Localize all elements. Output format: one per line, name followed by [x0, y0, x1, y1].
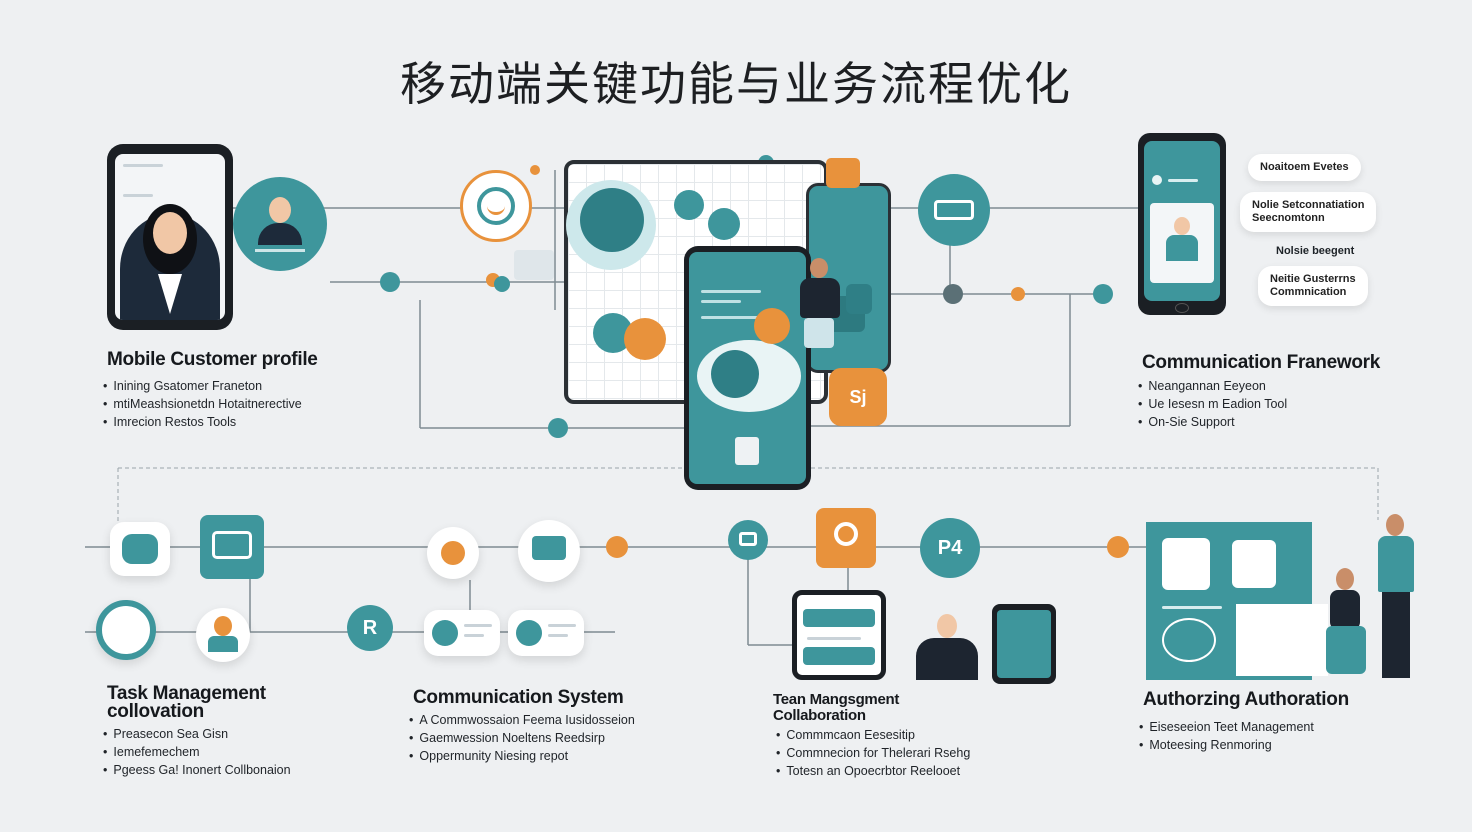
worker-icon	[196, 608, 250, 662]
comm-phone	[1138, 133, 1226, 315]
node-dot	[754, 308, 790, 344]
chat-bubble-2: Nolie Setconnatiation Seecnomtonn	[1240, 192, 1377, 232]
bullet: Eiseseeion Teet Management	[1139, 718, 1313, 736]
bullet: Commnecion for Thelerari Rsehg	[776, 744, 970, 762]
authorization-board	[1146, 522, 1312, 680]
section-bullets-authorization: Eiseseeion Teet Management Moteesing Ren…	[1139, 718, 1314, 754]
bullet: Neangannan Eeyeon	[1138, 377, 1287, 395]
screen-icon	[728, 520, 768, 560]
section-bullets-task: Preasecon Sea Gisn Iemefemechem Pgeess G…	[103, 725, 291, 779]
team-phone	[992, 604, 1056, 684]
bullet: mtiMeashsionetdn Hotaitnerective	[103, 395, 301, 413]
section-heading-task: Task Management collovation	[107, 683, 266, 722]
message-card-icon	[508, 610, 584, 656]
chat-bubble-1: Noaitoem Evetes	[1248, 154, 1361, 181]
section-bullets-team: Commmcaon Eesesitip Commnecion for Thele…	[776, 726, 970, 780]
section-heading-system: Communication System	[413, 687, 624, 708]
bullet: Inining Gsatomer Franeton	[103, 377, 302, 395]
section-heading-authorization: Authorzing Authoration	[1143, 689, 1349, 710]
bullet: Gaemwession Noeltens Reedsirp	[409, 729, 635, 747]
laptop-icon	[518, 520, 580, 582]
smile-icon	[460, 170, 532, 242]
folder-icon	[826, 158, 860, 188]
section-heading-team: Tean Mangsgment Collaboration	[773, 691, 900, 724]
chat-bubble-3: Neitie Gusterrns Commnication	[1258, 266, 1368, 306]
p-icon: P4	[920, 518, 980, 578]
section-heading-communication: Communication Franework	[1142, 352, 1381, 373]
bullet: A Commwossaion Feema Iusidosseion	[409, 711, 634, 729]
profile-icon	[233, 177, 327, 271]
section-bullets-system: A Commwossaion Feema Iusidosseion Gaemwe…	[409, 711, 635, 765]
person-figure	[798, 258, 842, 354]
connector-icon	[514, 250, 554, 280]
bulb-icon	[816, 508, 876, 568]
section-bullets-communication: Neangannan Eeyeon Ue Iesesn m Eadion Too…	[1138, 377, 1287, 431]
gear-icon	[427, 527, 479, 579]
bullet: Imrecion Restos Tools	[103, 413, 302, 431]
section-heading-profile: Mobile Customer profile	[107, 349, 318, 370]
team-person	[910, 612, 984, 680]
chat-bubble-icon	[110, 522, 170, 576]
standing-person	[1374, 514, 1418, 680]
chat-label: Nolsie beegent	[1276, 245, 1355, 257]
bullet: Moteesing Renmoring	[1139, 736, 1314, 754]
page-title: 移动端关键功能与业务流程优化	[400, 57, 1072, 111]
tablet-badge	[566, 180, 656, 270]
bullet: Preasecon Sea Gisn	[103, 725, 291, 743]
sitting-person	[1326, 568, 1366, 678]
section-bullets-profile: Inining Gsatomer Franeton mtiMeashsionet…	[103, 377, 302, 431]
bullet: Iemefemechem	[103, 743, 291, 761]
bullet: Pgeess Ga! Inonert Collbonaion	[103, 761, 290, 779]
team-tablet	[792, 590, 886, 680]
network-icon	[918, 174, 990, 246]
bullet: On-Sie Support	[1138, 413, 1287, 431]
node-dot	[674, 190, 704, 220]
chat-icon: Sj	[829, 368, 887, 426]
document-icon	[96, 600, 156, 660]
bullet: Commmcaon Eesesitip	[776, 726, 970, 744]
node-dot	[708, 208, 740, 240]
doc-icon	[846, 284, 872, 314]
bullet: Ue Iesesn m Eadion Tool	[1138, 395, 1287, 413]
bullet: Totesn an Opoecrbtor Reelooet	[776, 762, 970, 780]
message-icon	[200, 515, 264, 579]
message-card-icon	[424, 610, 500, 656]
bullet: Oppermunity Niesing repot	[409, 747, 635, 765]
authorization-panel	[1236, 604, 1328, 676]
r-icon: R	[347, 605, 393, 651]
profile-phone	[107, 144, 233, 330]
main-phone	[684, 246, 811, 490]
node-dot	[624, 318, 666, 360]
